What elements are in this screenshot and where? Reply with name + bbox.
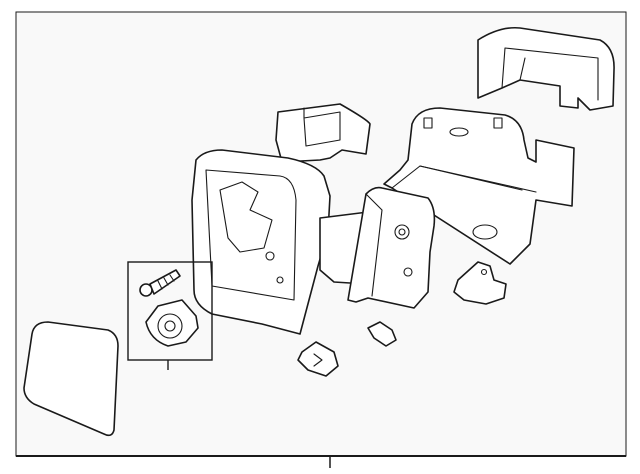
mirror-glass-frame[interactable] xyxy=(191,149,331,335)
turn-signal-lamp[interactable] xyxy=(145,299,199,347)
mirror-trim-cover[interactable] xyxy=(275,103,371,163)
mirror-pivot-motor[interactable] xyxy=(319,186,436,309)
mirror-housing-upper[interactable] xyxy=(383,107,575,265)
puddle-lamp[interactable] xyxy=(453,261,507,305)
screw[interactable] xyxy=(139,269,181,297)
mirror-cap-cover[interactable] xyxy=(477,26,615,111)
hardware-kit-box xyxy=(127,261,213,370)
lamp-bracket[interactable] xyxy=(297,341,339,377)
retaining-clip[interactable] xyxy=(367,321,397,347)
mirror-glass[interactable] xyxy=(23,321,119,437)
